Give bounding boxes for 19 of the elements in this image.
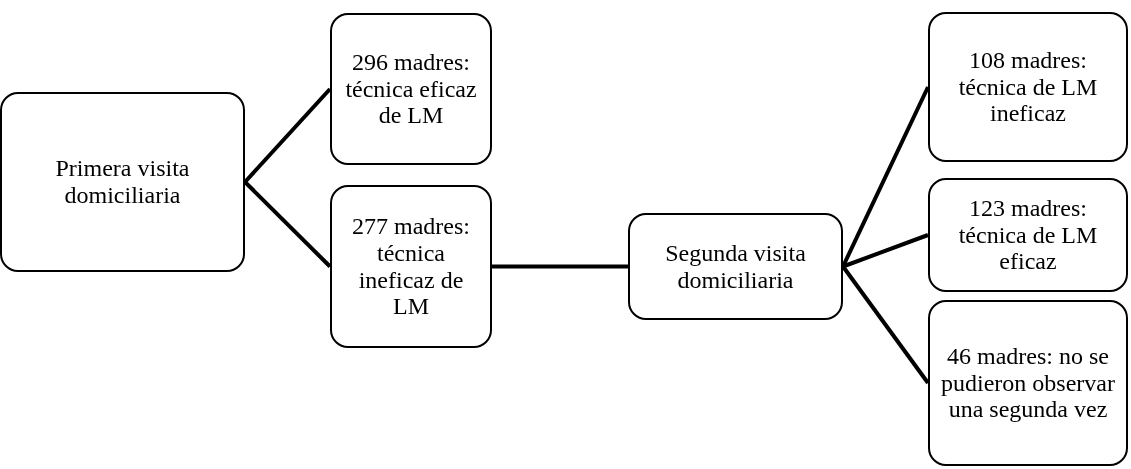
rounded-box xyxy=(628,213,843,320)
rounded-box xyxy=(928,12,1128,162)
connector-line xyxy=(243,180,332,268)
rounded-box xyxy=(330,13,492,165)
node-text: 46 madres: no se pudieron observar una segunda vez xyxy=(940,342,1116,424)
node-text: 123 madres: técnica de LM eficaz xyxy=(957,194,1099,276)
connector-line xyxy=(492,264,628,269)
connector-line xyxy=(841,265,930,385)
node-text: 108 madres: técnica de LM ineficaz xyxy=(957,46,1099,128)
rounded-box xyxy=(928,300,1128,466)
node-text: 277 madres: técnica ineficaz de LM xyxy=(351,212,471,321)
connector-line xyxy=(842,233,929,269)
node-text: Primera visita domiciliaria xyxy=(54,155,191,209)
rounded-box xyxy=(928,178,1128,292)
rounded-box xyxy=(330,185,492,348)
node-text: 296 madres: técnica eficaz de LM xyxy=(344,48,478,130)
connector-line xyxy=(243,87,332,184)
rounded-box xyxy=(0,92,245,272)
node-text: Segunda visita domiciliaria xyxy=(664,239,807,294)
